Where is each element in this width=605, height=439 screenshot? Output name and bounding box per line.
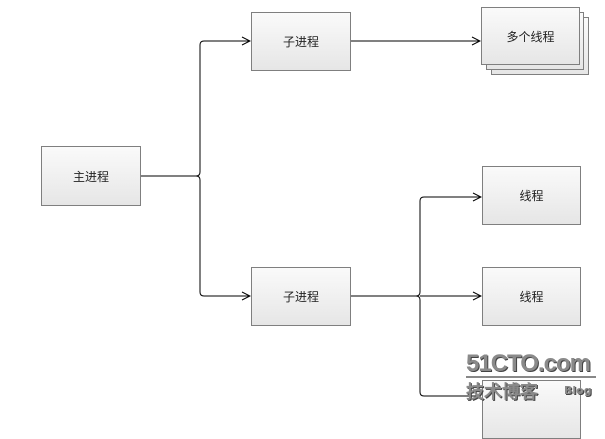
- thread-node-2: 线程: [482, 267, 581, 326]
- child-process-node-1: 子进程: [251, 12, 351, 71]
- watermark-site: 51CTO.com: [466, 350, 591, 377]
- child2-to-threads: [350, 197, 481, 297]
- node-label: 线程: [519, 290, 544, 304]
- child-process-node-2: 子进程: [251, 267, 351, 326]
- node-label: 子进程: [282, 290, 319, 304]
- main-process-node: 主进程: [41, 146, 141, 206]
- thread-node-1: 线程: [482, 166, 581, 225]
- connectors: [140, 0, 605, 397]
- node-label: 主进程: [72, 169, 109, 184]
- watermark-blog: Blog: [564, 384, 592, 397]
- main-to-children: [140, 41, 250, 177]
- node-label: 线程: [519, 189, 544, 203]
- node-label: 子进程: [282, 35, 319, 49]
- multi-thread-node: 多个线程: [481, 7, 580, 65]
- watermark: 51CTO.com 技术博客 Blog: [466, 350, 596, 404]
- watermark-subtitle: 技术博客: [466, 376, 596, 404]
- node-label: 多个线程: [506, 29, 555, 44]
